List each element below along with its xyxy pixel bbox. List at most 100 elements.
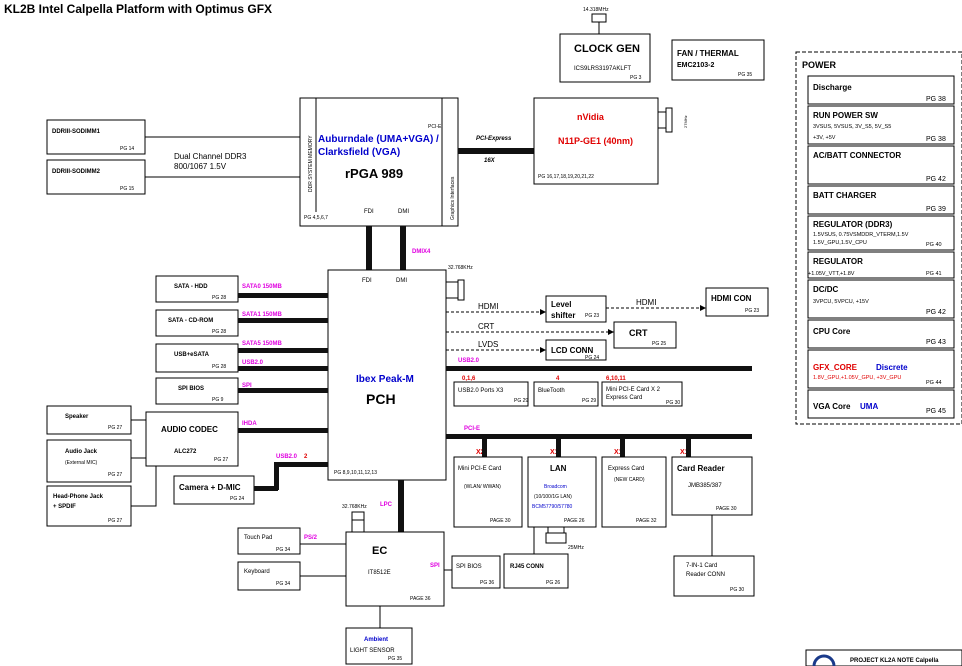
card-conn-page: PG 30 [730, 587, 744, 593]
lcd-conn-box [545, 339, 607, 361]
speaker-box [46, 405, 132, 435]
power-item-reg-ddr3 [807, 215, 955, 251]
power-dcdc-name: DC/DC [813, 285, 839, 294]
lpc-label: LPC [380, 502, 393, 508]
pcie-dev2-box [527, 456, 597, 528]
power-item-charger [807, 185, 955, 215]
spi-bios-page: PG 9 [212, 397, 224, 403]
clockgen-page: PG 3 [630, 75, 642, 81]
dimm1-name: DDRIII-SODIMM1 [52, 129, 101, 135]
pch-dmi: DMI [396, 278, 407, 284]
pcie-dev1-box [453, 456, 523, 528]
dimm2-name: DDRIII-SODIMM2 [52, 169, 101, 175]
audio-codec-page: PG 27 [214, 457, 228, 463]
level-shifter-box [545, 295, 607, 323]
power-gfx-core-extra: Discrete [876, 363, 908, 372]
clockgen-crystal [591, 13, 607, 23]
power-item-discharge [807, 75, 955, 105]
bluetooth-name: BlueTooth [538, 388, 565, 394]
dmi-bus-label: DMIX4 [412, 249, 431, 255]
headphone-jack-name: Head-Phone Jack [53, 494, 104, 500]
spi-bios2-box [451, 555, 501, 589]
company-logo [812, 654, 836, 666]
hdmi-out-label: HDMI [636, 298, 656, 307]
pcie-dev3-lanes: X1 [614, 449, 623, 456]
gpu-pages: PG 16,17,18,19,20,21,22 [538, 174, 594, 180]
clockgen-box [559, 33, 651, 83]
rj45-page: PG 26 [546, 580, 560, 586]
power-reg-ddr3-sub2: 1.5V_GPU,1.5V_CPU [813, 240, 867, 246]
power-regulator-page: PG 41 [926, 271, 942, 277]
ambient-box [345, 627, 413, 665]
power-run-sw-sub2: +3V, +5V [813, 135, 836, 141]
power-reg-ddr3-name: REGULATOR (DDR3) [813, 220, 893, 229]
power-discharge-name: Discharge [813, 83, 852, 92]
camera-name: Camera + D-MIC [179, 483, 241, 492]
power-item-dcdc [807, 279, 955, 319]
spi-label: SPI [242, 383, 252, 389]
power-acbatt-name: AC/BATT CONNECTOR [813, 151, 901, 160]
pch-short: PCH [366, 391, 396, 407]
headphone-jack-page: PG 27 [108, 518, 122, 524]
crt-box [613, 321, 677, 349]
pcie-dev3-name: Express Card [608, 466, 644, 472]
clockgen-part: ICS9LRS3197AKLFT [574, 66, 631, 72]
project-name: PROJECT KL2A NOTE Calpella [850, 658, 939, 664]
title-block [805, 649, 962, 666]
power-gfx-core-page: PG 44 [926, 380, 942, 386]
power-gfx-core-name: GFX_CORE [813, 363, 858, 372]
headphone-jack-box [46, 485, 132, 527]
cpu-box [299, 97, 459, 227]
cpu-package: rPGA 989 [345, 166, 403, 181]
power-reg-ddr3-sub: 1.5VSUS, 0.75VSMDDR_VTERM,1.5V [813, 232, 909, 238]
usb2-bus-label: USB2.0 [458, 358, 480, 364]
power-charger-name: BATT CHARGER [813, 191, 877, 200]
rj45-name: RJ45 CONN [510, 564, 544, 570]
camera-box [173, 475, 255, 505]
diagram-title: KL2B Intel Calpella Platform with Optimu… [4, 2, 272, 16]
power-cpu-core-page: PG 43 [926, 339, 946, 346]
pcie-dev2-sub: Broadcom [544, 484, 567, 490]
cpu-dmi: DMI [398, 209, 409, 215]
sata-hdd-name: SATA - HDD [174, 284, 208, 290]
power-cpu-core-name: CPU Core [813, 327, 851, 336]
cpu-pages: PG 4,5,6,7 [304, 215, 328, 221]
spi-bios2-name: SPI BIOS [456, 564, 482, 570]
power-charger-page: PG 39 [926, 206, 946, 213]
clockgen-name: CLOCK GEN [574, 43, 640, 55]
pcie-dev4-lanes: X1 [680, 449, 689, 456]
ec-name: EC [372, 545, 387, 557]
audio-jack-sub: (External MIC) [65, 460, 98, 466]
gpu-name: N11P-GE1 (40nm) [558, 136, 633, 146]
pch-crystal [457, 279, 465, 301]
minicard2-sub: Express Card [606, 395, 642, 401]
touchpad-box [237, 527, 301, 555]
power-item-vga-core [807, 389, 955, 419]
hdmi-signal-label: HDMI [478, 302, 498, 311]
card-conn-name: 7-IN-1 Card [686, 563, 717, 569]
usb-esata-name: USB+eSATA [174, 352, 210, 358]
sata0-bus [238, 293, 328, 298]
spi-bios-name: SPI BIOS [178, 386, 204, 392]
bluetooth-page: PG 29 [582, 398, 596, 404]
pcie-dev1-lanes: X2 [476, 449, 485, 456]
cpu-memory-side-label: DDR SYSTEM MEMORY [308, 135, 314, 192]
usb-ports-box [453, 381, 529, 407]
ddr-label-1: Dual Channel DDR3 [174, 152, 247, 161]
audio-codec-part: ALC272 [174, 449, 197, 455]
pcie-x16-bus [458, 148, 534, 154]
ec-crystal-label: 32.768KHz [342, 504, 367, 510]
fan-part: EMC2103-2 [677, 62, 714, 69]
crt-page: PG 25 [652, 341, 666, 347]
crt-signal-label: CRT [478, 322, 494, 331]
pcie-link-label: PCI-Express [476, 136, 512, 142]
card-conn-box [673, 555, 755, 597]
pcie-dev2-page: PAGE 26 [564, 518, 585, 524]
usb-esata-usb-label: USB2.0 [242, 360, 264, 366]
power-run-sw-name: RUN POWER SW [813, 111, 878, 120]
gpu-crystal-label: 27MHz [683, 115, 688, 128]
cpu-name-2: Clarksfield (VGA) [318, 147, 400, 158]
hdmi-con-page: PG 23 [745, 308, 759, 314]
power-discharge-page: PG 38 [926, 96, 946, 103]
minicard2-box [601, 381, 683, 407]
